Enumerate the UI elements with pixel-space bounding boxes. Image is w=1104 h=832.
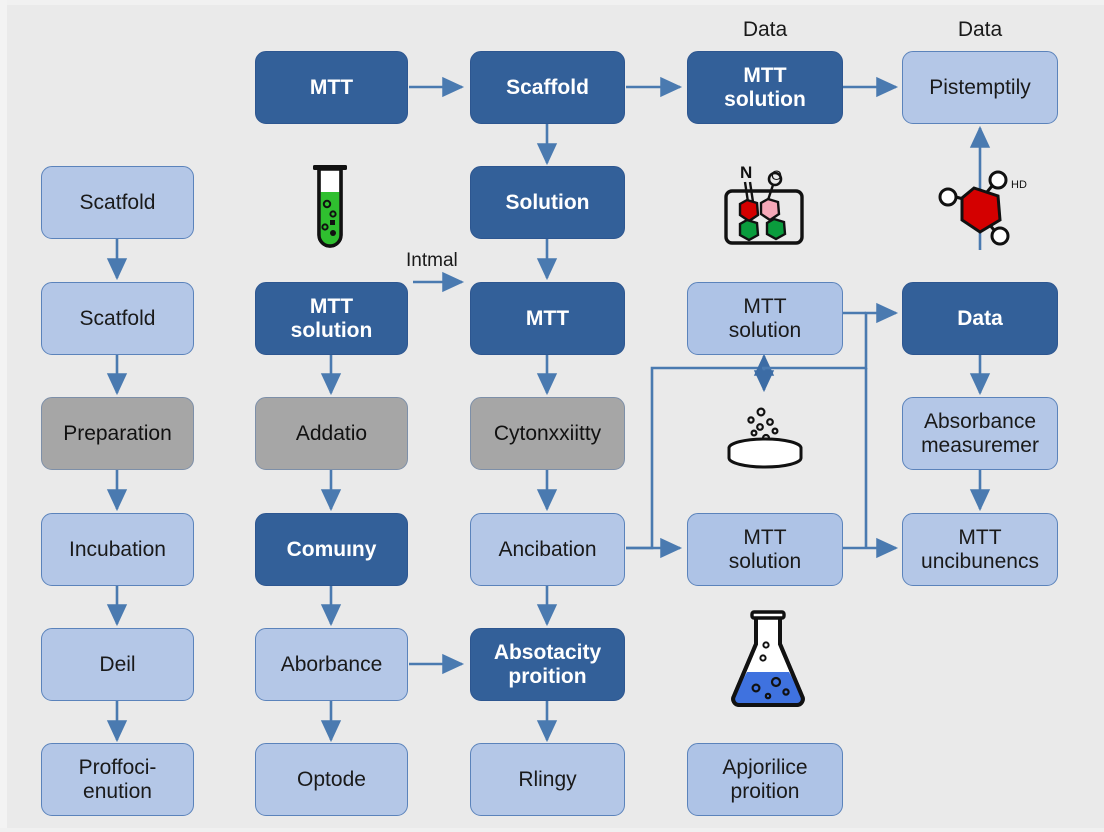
red-molecule-icon: HD: [938, 170, 1027, 246]
frame-edge-left: [0, 0, 7, 832]
svg-text:HD: HD: [1011, 179, 1027, 191]
node-mtt-top[interactable]: MTT: [255, 51, 408, 124]
node-data[interactable]: Data: [902, 282, 1058, 355]
node-mtt-col3[interactable]: MTT: [470, 282, 625, 355]
node-label: Comuıny: [286, 537, 377, 561]
node-cytonxxiitty[interactable]: Cytonxxiitty: [470, 397, 625, 470]
node-scaffold-top[interactable]: Scaffold: [470, 51, 625, 124]
node-scatfold-2[interactable]: Scatfold: [41, 282, 194, 355]
node-label: Ancibation: [498, 537, 597, 561]
node-label: Preparation: [63, 421, 172, 445]
node-label: Pistemptily: [929, 75, 1031, 99]
petri-dish-icon: [727, 407, 803, 469]
node-optode[interactable]: Optode: [255, 743, 408, 816]
test-tube-icon: [313, 165, 347, 248]
node-label: MTT: [525, 306, 570, 330]
node-pistemptily[interactable]: Pistemptily: [902, 51, 1058, 124]
node-label: Optode: [297, 767, 366, 791]
node-label: Cytonxxiitty: [493, 421, 602, 445]
node-aborbance[interactable]: Aborbance: [255, 628, 408, 701]
node-label: Proffoci-enution: [78, 755, 157, 803]
node-incubation[interactable]: Incubation: [41, 513, 194, 586]
node-preparation[interactable]: Preparation: [41, 397, 194, 470]
node-label: Incubation: [69, 537, 166, 561]
node-addatio[interactable]: Addatio: [255, 397, 408, 470]
node-label: Rlingy: [518, 767, 577, 791]
node-ancibation[interactable]: Ancibation: [470, 513, 625, 586]
node-deil[interactable]: Deil: [41, 628, 194, 701]
svg-text:N: N: [740, 163, 752, 182]
node-label: MTT: [309, 75, 354, 99]
node-label: Scatfold: [79, 190, 156, 214]
node-label: Aborbance: [280, 652, 383, 676]
edge-label-intmal: Intmal: [406, 250, 458, 271]
node-comuiny[interactable]: Comuıny: [255, 513, 408, 586]
node-rlingy[interactable]: Rlingy: [470, 743, 625, 816]
node-label: Solution: [505, 190, 590, 214]
node-label: Addatio: [295, 421, 368, 445]
node-solution[interactable]: Solution: [470, 166, 625, 239]
node-label: Scatfold: [79, 306, 156, 330]
node-label: Scaffold: [506, 75, 589, 99]
node-proffoci-enution[interactable]: Proffoci-enution: [41, 743, 194, 816]
caption-data-top-2: Data: [957, 18, 1003, 41]
molecule-structure-icon: N O: [724, 163, 804, 245]
node-label: Deil: [99, 652, 136, 676]
node-scatfold-1[interactable]: Scatfold: [41, 166, 194, 239]
svg-text:O: O: [771, 167, 782, 183]
frame-edge-top: [0, 0, 1104, 5]
frame-edge-bottom: [0, 828, 1104, 832]
erlenmeyer-flask-icon: [731, 610, 805, 707]
node-label: Data: [957, 306, 1003, 330]
caption-data-top-1: Data: [742, 18, 788, 41]
